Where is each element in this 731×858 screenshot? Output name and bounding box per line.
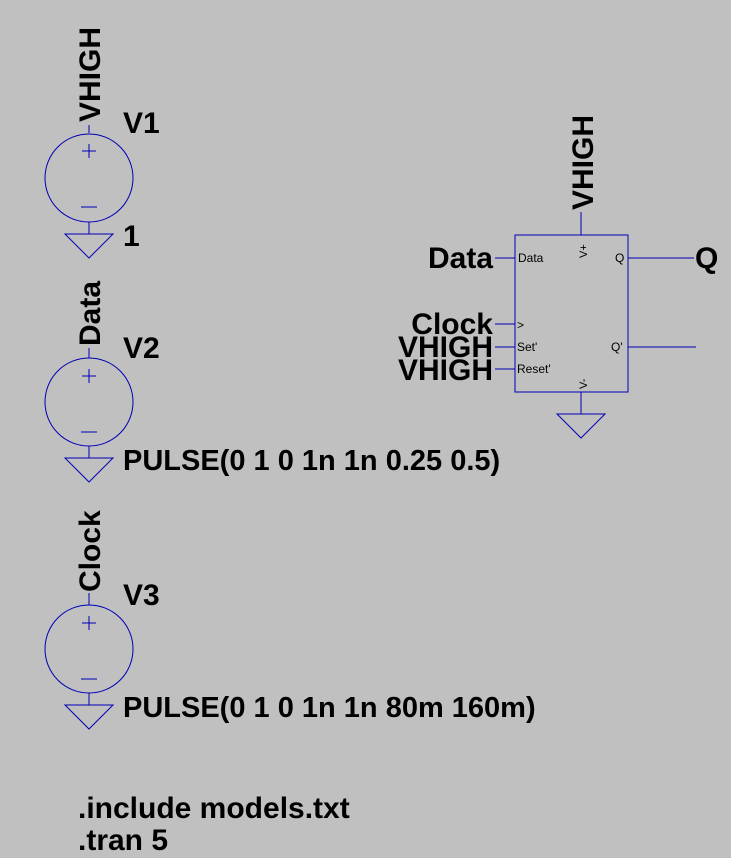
directive-tran: .tran 5	[78, 824, 168, 857]
v3-value: PULSE(0 1 0 1n 1n 80m 160m)	[123, 692, 536, 724]
reset-net-label: VHIGH	[398, 354, 493, 387]
data-net-label: Data	[428, 242, 493, 275]
supply-net-label: VHIGH	[567, 115, 600, 210]
pin-label-clock: >	[517, 318, 524, 332]
ground-symbol-v1	[63, 233, 115, 259]
pin-label-q: Q	[615, 251, 624, 265]
v1-net-label: VHIGH	[74, 27, 107, 122]
flipflop-body	[514, 234, 629, 393]
set-net-label: VHIGH	[398, 331, 493, 364]
voltage-source-v3[interactable]: Clock V3 PULSE(0 1 0 1n 1n 80m 160m)	[44, 510, 536, 730]
spice-directives[interactable]: .include models.txt .tran 5	[78, 792, 350, 857]
clock-net-label: Clock	[411, 308, 493, 341]
voltage-source-v2[interactable]: Data V2 PULSE(0 1 0 1n 1n 0.25 0.5)	[44, 281, 500, 483]
v1-name: V1	[123, 107, 160, 140]
v2-net-label: Data	[74, 281, 107, 346]
v3-net-label: Clock	[74, 510, 107, 592]
pin-label-set: Set'	[517, 340, 537, 354]
v3-name: V3	[123, 579, 160, 612]
ground-symbol-flipflop	[555, 413, 607, 439]
pin-label-vminus: V-	[578, 378, 590, 389]
v2-name: V2	[123, 332, 160, 365]
v2-value: PULSE(0 1 0 1n 1n 0.25 0.5)	[123, 445, 500, 477]
voltage-source-v1[interactable]: VHIGH V1 1	[44, 27, 160, 259]
pin-label-vplus: V+	[578, 244, 590, 258]
q-net-label: Q	[695, 242, 718, 275]
ground-symbol-v3	[63, 704, 115, 730]
pin-label-data: Data	[518, 251, 544, 265]
pin-label-reset: Reset'	[517, 362, 551, 376]
directive-include: .include models.txt	[78, 792, 350, 825]
ground-symbol-v2	[63, 457, 115, 483]
v1-value: 1	[123, 220, 140, 253]
d-flipflop[interactable]: VHIGH V+ Data Data Q Q Clock > VHIGH Set…	[398, 115, 718, 439]
pin-label-qbar: Q'	[611, 340, 623, 354]
